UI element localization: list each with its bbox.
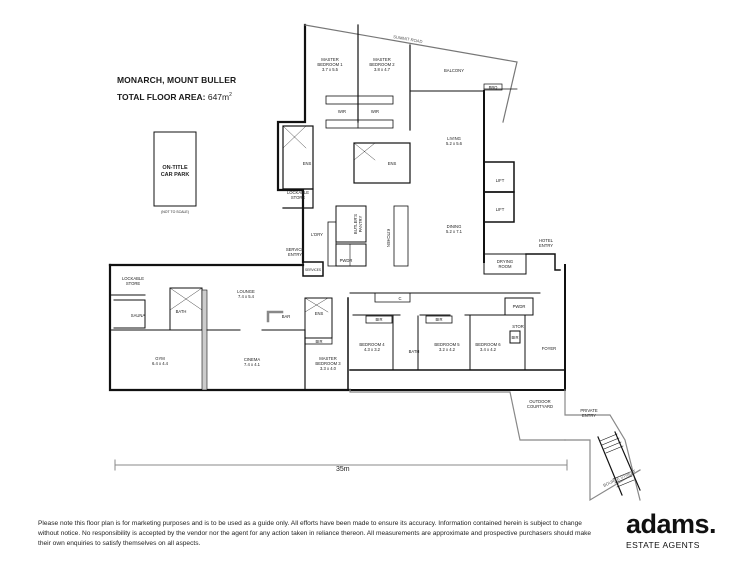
master-bedroom-3-label: MASTER bbox=[319, 356, 336, 361]
property-title: MONARCH, MOUNT BULLER bbox=[117, 75, 237, 85]
lockable-store-upper-label2: STORE bbox=[291, 195, 306, 200]
lockable-store-lower-label2: STORE bbox=[126, 281, 141, 286]
car-park-note: (NOT TO SCALE) bbox=[161, 210, 189, 214]
master-bedroom-2-dims: 3.8 x 4.7 bbox=[374, 67, 391, 72]
bourke-street-label: BOURKE STREET bbox=[602, 468, 637, 488]
total-floor-area: TOTAL FLOOR AREA: 647m2 bbox=[117, 92, 232, 102]
cinema-dims: 7.4 x 4.1 bbox=[244, 362, 261, 367]
bedroom-4-dims: 4.3 x 3.2 bbox=[364, 347, 381, 352]
wall-summit-road bbox=[304, 24, 518, 123]
car-park-label2: CAR PARK bbox=[161, 172, 190, 178]
hotel-entry-label2: ENTRY bbox=[539, 243, 553, 248]
master-bedroom-1-label2: BEDROOM 1 bbox=[317, 62, 343, 67]
service-entry-label2: ENTRY bbox=[288, 252, 302, 257]
balcony-label: BALCONY bbox=[444, 68, 464, 73]
lift-1-label: LIFT bbox=[496, 178, 505, 183]
butlers-pantry-label: BUTLER'S bbox=[353, 214, 358, 234]
drying-room-label: DRYING bbox=[497, 259, 513, 264]
floor-area-label: TOTAL FLOOR AREA: bbox=[117, 92, 206, 102]
disclaimer-text: Please note this floor plan is for marke… bbox=[38, 520, 592, 547]
master-bedroom-2-label2: BEDROOM 2 bbox=[369, 62, 395, 67]
bir-master3-label: BIR bbox=[316, 339, 323, 344]
scale-bar bbox=[114, 459, 568, 471]
lockable-store-lower-label: LOCKABLE bbox=[122, 276, 144, 281]
pwdr-1-label: PWDR bbox=[340, 258, 353, 263]
car-park-box bbox=[153, 131, 197, 207]
living-dims: 5.2 x 5.6 bbox=[446, 141, 463, 146]
pwdr-2-label: PWDR bbox=[513, 304, 526, 309]
bbq-label: BBQ bbox=[489, 85, 499, 90]
bir-6-label: BIR bbox=[512, 335, 519, 340]
master-bedroom-1-label: MASTER bbox=[321, 57, 338, 62]
ens-2-label: ENS bbox=[388, 161, 397, 166]
cinema-label: CINEMA bbox=[244, 357, 260, 362]
ens-3-label: ENS bbox=[315, 311, 324, 316]
outdoor-courtyard-label: OUTDOOR bbox=[529, 399, 550, 404]
floor-area-unit: 2 bbox=[229, 92, 232, 99]
sauna-label: SAUNA bbox=[131, 313, 146, 318]
bir-4-label: BIR bbox=[376, 317, 383, 322]
bbq-counter bbox=[483, 83, 503, 91]
drying-room-label2: ROOM bbox=[498, 264, 512, 269]
lounge-label: LOUNGE bbox=[237, 289, 255, 294]
private-entry-label: PRIVATE bbox=[580, 408, 598, 413]
bedroom-4-label: BEDROOM 4 bbox=[359, 342, 385, 347]
lift-2-label: LIFT bbox=[496, 207, 505, 212]
summit-road-label: SUMMIT ROAD bbox=[393, 34, 423, 44]
dining-label: DINING bbox=[447, 224, 462, 229]
agency-logo: adams. bbox=[626, 509, 717, 539]
agency-logo-subtitle: ESTATE AGENTS bbox=[626, 540, 700, 550]
bar-label: BAR bbox=[282, 314, 291, 319]
dining-dims: 5.2 x 7.1 bbox=[446, 229, 463, 234]
butlers-pantry-label2: PANTRY bbox=[358, 215, 363, 232]
store-label: STOR bbox=[512, 324, 524, 329]
bedroom-5-dims: 3.2 x 4.2 bbox=[439, 347, 456, 352]
cupboard-label: C bbox=[398, 296, 401, 301]
lockable-store-upper-label: LOCKABLE bbox=[287, 190, 309, 195]
foyer-label: FOYER bbox=[542, 346, 556, 351]
gym-dims: 6.4 x 4.4 bbox=[152, 361, 169, 366]
wir-2-label: WIR bbox=[371, 109, 379, 114]
floor-area-value: 647m bbox=[207, 92, 230, 102]
bedroom-5-label: BEDROOM 5 bbox=[434, 342, 460, 347]
master-bedroom-2-label: MASTER bbox=[373, 57, 390, 62]
living-label: LIVING bbox=[447, 136, 461, 141]
lounge-dims: 7.4 x 5.4 bbox=[238, 294, 255, 299]
laundry-label: L'DRY bbox=[311, 232, 323, 237]
bath-2-label: BATH bbox=[409, 349, 420, 354]
hotel-entry-label: HOTEL bbox=[539, 238, 554, 243]
bedroom-6-dims: 3.4 x 4.2 bbox=[480, 347, 497, 352]
master-bedroom-3-label2: BEDROOM 3 bbox=[315, 361, 341, 366]
service-entry-label: SERVICE bbox=[286, 247, 305, 252]
master-bedroom-3-dims: 3.3 x 4.0 bbox=[320, 366, 337, 371]
master-bedroom-1-dims: 3.7 x 5.5 bbox=[322, 67, 339, 72]
gym-label: GYM bbox=[155, 356, 165, 361]
ens-1-label: ENS bbox=[303, 161, 312, 166]
bath-1-label: BATH bbox=[176, 309, 187, 314]
wir-1-label: WIR bbox=[338, 109, 346, 114]
car-park-label: ON-TITLE bbox=[162, 165, 188, 171]
outdoor-courtyard-label2: COURTYARD bbox=[527, 404, 553, 409]
bedroom-6-label: BEDROOM 6 bbox=[475, 342, 501, 347]
kitchen-label: KITCHEN bbox=[386, 229, 391, 247]
wall-upper-block bbox=[276, 23, 307, 264]
services-label: SERVICES bbox=[305, 268, 321, 272]
bir-5-label: BIR bbox=[436, 317, 443, 322]
scale-label: 35m bbox=[336, 466, 350, 473]
private-entry-label2: ENTRY bbox=[582, 413, 596, 418]
